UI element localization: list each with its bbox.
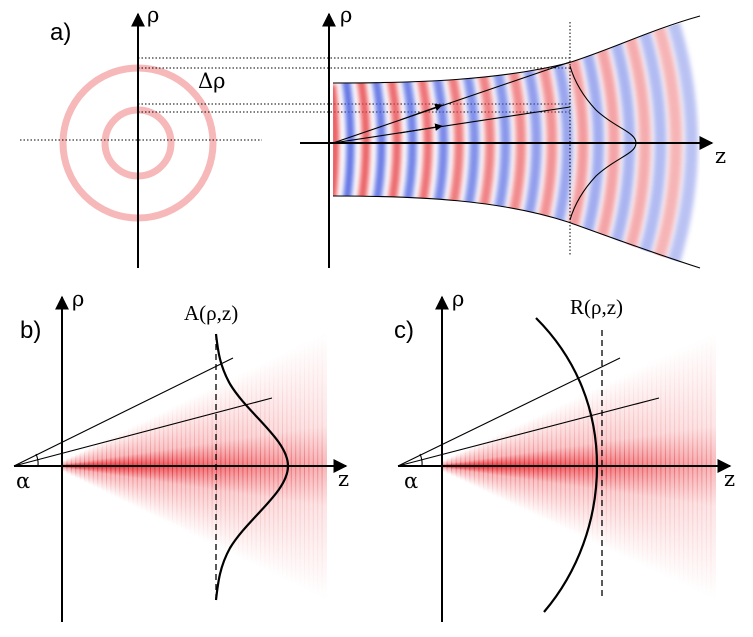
- panel-b-amplitude-curve: [214, 333, 290, 601]
- panel-a-right-rho-label: ρ: [340, 3, 352, 27]
- beam-envelope-lower: [332, 195, 701, 269]
- wave-field: [333, 18, 698, 268]
- panel-a-gaussian-profile: [569, 65, 637, 221]
- panel-b-ray-upper: [13, 357, 234, 467]
- panel-c-label: c): [394, 317, 414, 344]
- panel-c-function-label: R(ρ,z): [570, 295, 623, 319]
- delta-rho-label: Δρ: [198, 69, 226, 93]
- ray-outer-arrow: [399, 103, 443, 121]
- panel-c-alpha-label: α: [404, 469, 418, 493]
- panel-c-ray-lower: [397, 397, 660, 467]
- panel-c: c) ρ z α R(ρ,z): [394, 287, 735, 622]
- panel-b-rho-label: ρ: [72, 287, 84, 311]
- ray-outer: [332, 61, 571, 144]
- panel-c-z-label: z: [724, 467, 735, 491]
- panel-a-z-label: z: [715, 144, 726, 168]
- panel-b-function-label: A(ρ,z): [184, 301, 238, 325]
- panel-c-wavefront-curve: [535, 317, 599, 613]
- panel-b-ray-lower: [13, 397, 273, 467]
- ray-inner: [332, 106, 571, 144]
- panel-a-label: a): [50, 19, 71, 46]
- panel-b-angle-arc: [35, 453, 39, 467]
- beam-envelope-upper: [332, 15, 701, 84]
- panel-a: a) ρ Δρ ρ z: [20, 3, 726, 269]
- panel-c-angle-arc: [419, 453, 423, 467]
- panel-b: b) ρ z α A(ρ,z): [13, 287, 349, 622]
- panel-b-alpha-label: α: [16, 469, 30, 493]
- panel-c-rho-label: ρ: [452, 287, 464, 311]
- panel-c-ray-upper: [397, 357, 621, 467]
- panel-b-label: b): [20, 317, 41, 344]
- panel-b-z-label: z: [338, 467, 349, 491]
- panel-a-left-rho-label: ρ: [147, 3, 159, 27]
- ray-inner-arrow: [399, 123, 443, 134]
